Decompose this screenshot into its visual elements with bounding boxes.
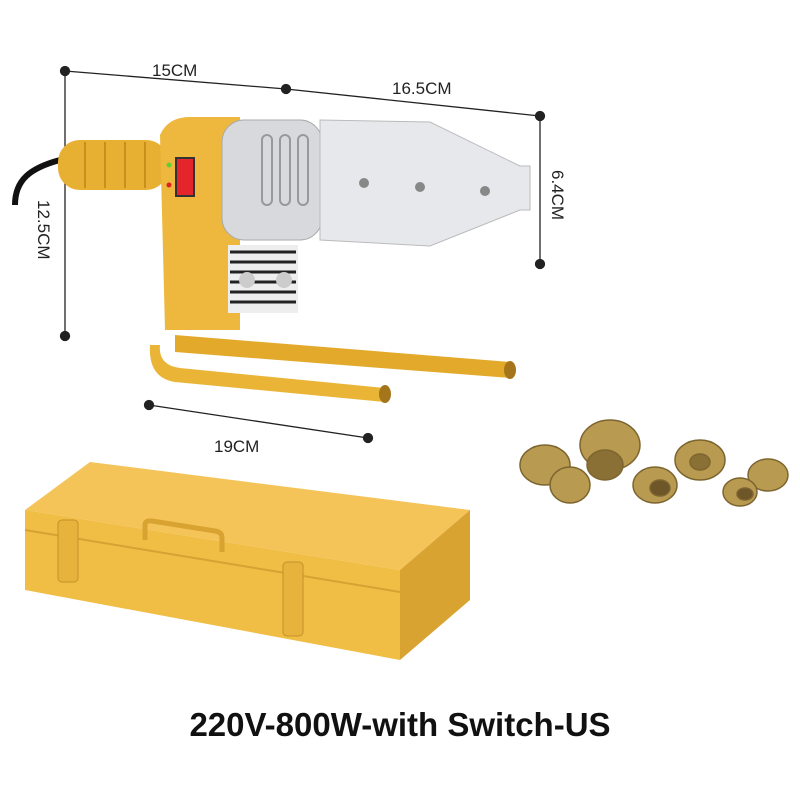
case-side <box>400 510 470 660</box>
stand-front-bar <box>149 345 385 402</box>
power-switch <box>177 159 193 195</box>
product-caption: 220V-800W-with Switch-US <box>189 706 611 743</box>
dim-body-height: 12.5CM <box>34 200 53 260</box>
case-handle <box>142 518 225 552</box>
heating-plate <box>319 119 531 247</box>
stand-rear-bar <box>175 335 510 378</box>
dimension-lines <box>59 65 546 444</box>
welding-machine <box>12 117 531 403</box>
welding-dies <box>519 419 789 507</box>
dim-stand-length: 19CM <box>214 437 259 456</box>
handle <box>58 140 168 190</box>
dim-plate-height: 6.4CM <box>548 170 567 220</box>
dim-plate-length: 16.5CM <box>392 79 452 98</box>
carrying-case <box>24 462 470 660</box>
case-latch-right <box>282 561 304 637</box>
case-latch-left <box>57 519 79 583</box>
case-front <box>25 510 400 660</box>
case-lid-top <box>25 462 470 570</box>
dim-handle-length: 15CM <box>152 61 197 80</box>
power-cord <box>12 157 61 206</box>
